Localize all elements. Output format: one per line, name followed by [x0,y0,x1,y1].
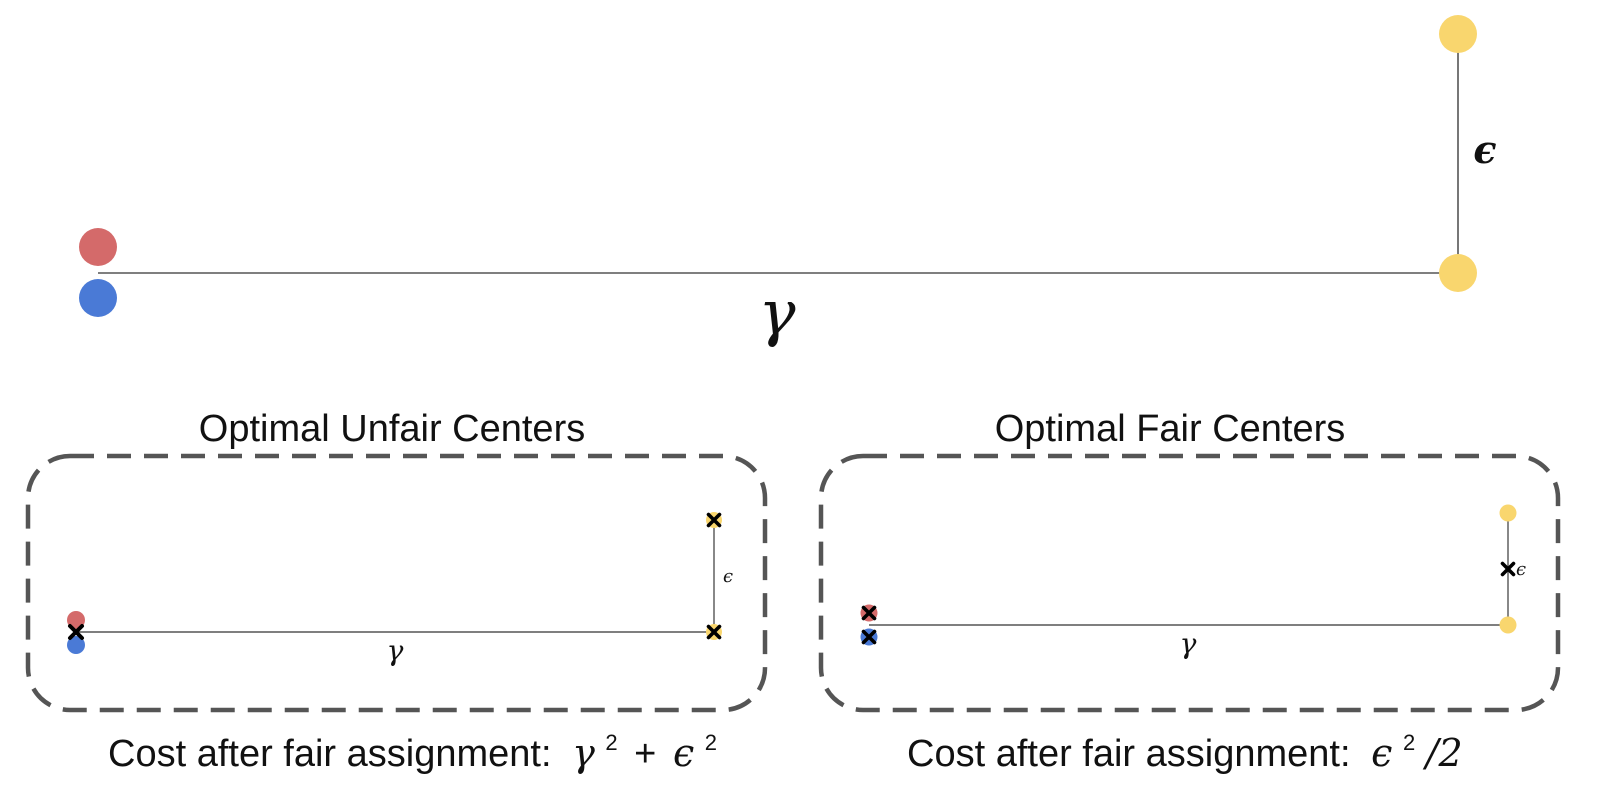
unfair-gamma-label: γ [387,634,404,667]
unfair-cost-gamma: γ [572,731,595,775]
fair-cost-text: Cost after fair assignment: ϵ 2 /2 [907,717,1463,775]
epsilon-label: ϵ [1473,127,1496,172]
fair-cost-slash-two: /2 [1422,731,1463,775]
unfair-cost-plus: + [634,733,656,775]
x-mark-icon [68,624,84,640]
unfair-cost-epsilon-sq: 2 [705,730,717,755]
fair-panel: Optimal Fair Centers γ ϵ Cost after fair… [818,408,1561,775]
red-point [79,228,117,266]
unfair-epsilon-label: ϵ [723,566,733,587]
unfair-cost-gamma-sq: 2 [605,730,617,755]
yellow-point-bottom [1439,254,1477,292]
fair-epsilon-label: ϵ [1516,559,1526,580]
x-mark-icon [861,629,877,645]
x-mark-icon [861,605,877,621]
yellow-point-top [1439,15,1477,53]
unfair-panel: Optimal Unfair Centers γ ϵ Cost after fa… [25,408,768,775]
unfair-cost-text: Cost after fair assignment: γ 2 + ϵ 2 [108,717,717,775]
gamma-label: γ [758,276,796,349]
unfair-panel-border [25,453,768,713]
unfair-cost-epsilon: ϵ [673,731,694,775]
fair-cost-epsilon: ϵ [1371,731,1392,775]
main-diagram: γ ϵ [79,15,1497,349]
unfair-red-point [67,611,85,629]
fair-cost-prefix: Cost after fair assignment: [907,733,1351,775]
fair-cost-epsilon-sq: 2 [1403,730,1415,755]
fair-gamma-label: γ [1180,627,1197,660]
unfair-cost-prefix: Cost after fair assignment: [108,733,552,775]
x-mark-icon [1500,561,1516,577]
unfair-panel-title: Optimal Unfair Centers [199,408,585,450]
blue-point [79,279,117,317]
x-mark-icon [706,624,722,640]
unfair-blue-point [67,636,85,654]
fair-panel-title: Optimal Fair Centers [995,408,1346,450]
fair-panel-border [818,453,1561,713]
fair-yellow-point-top [1499,504,1517,522]
x-mark-icon [706,512,722,528]
fair-yellow-point-bottom [1499,616,1517,634]
